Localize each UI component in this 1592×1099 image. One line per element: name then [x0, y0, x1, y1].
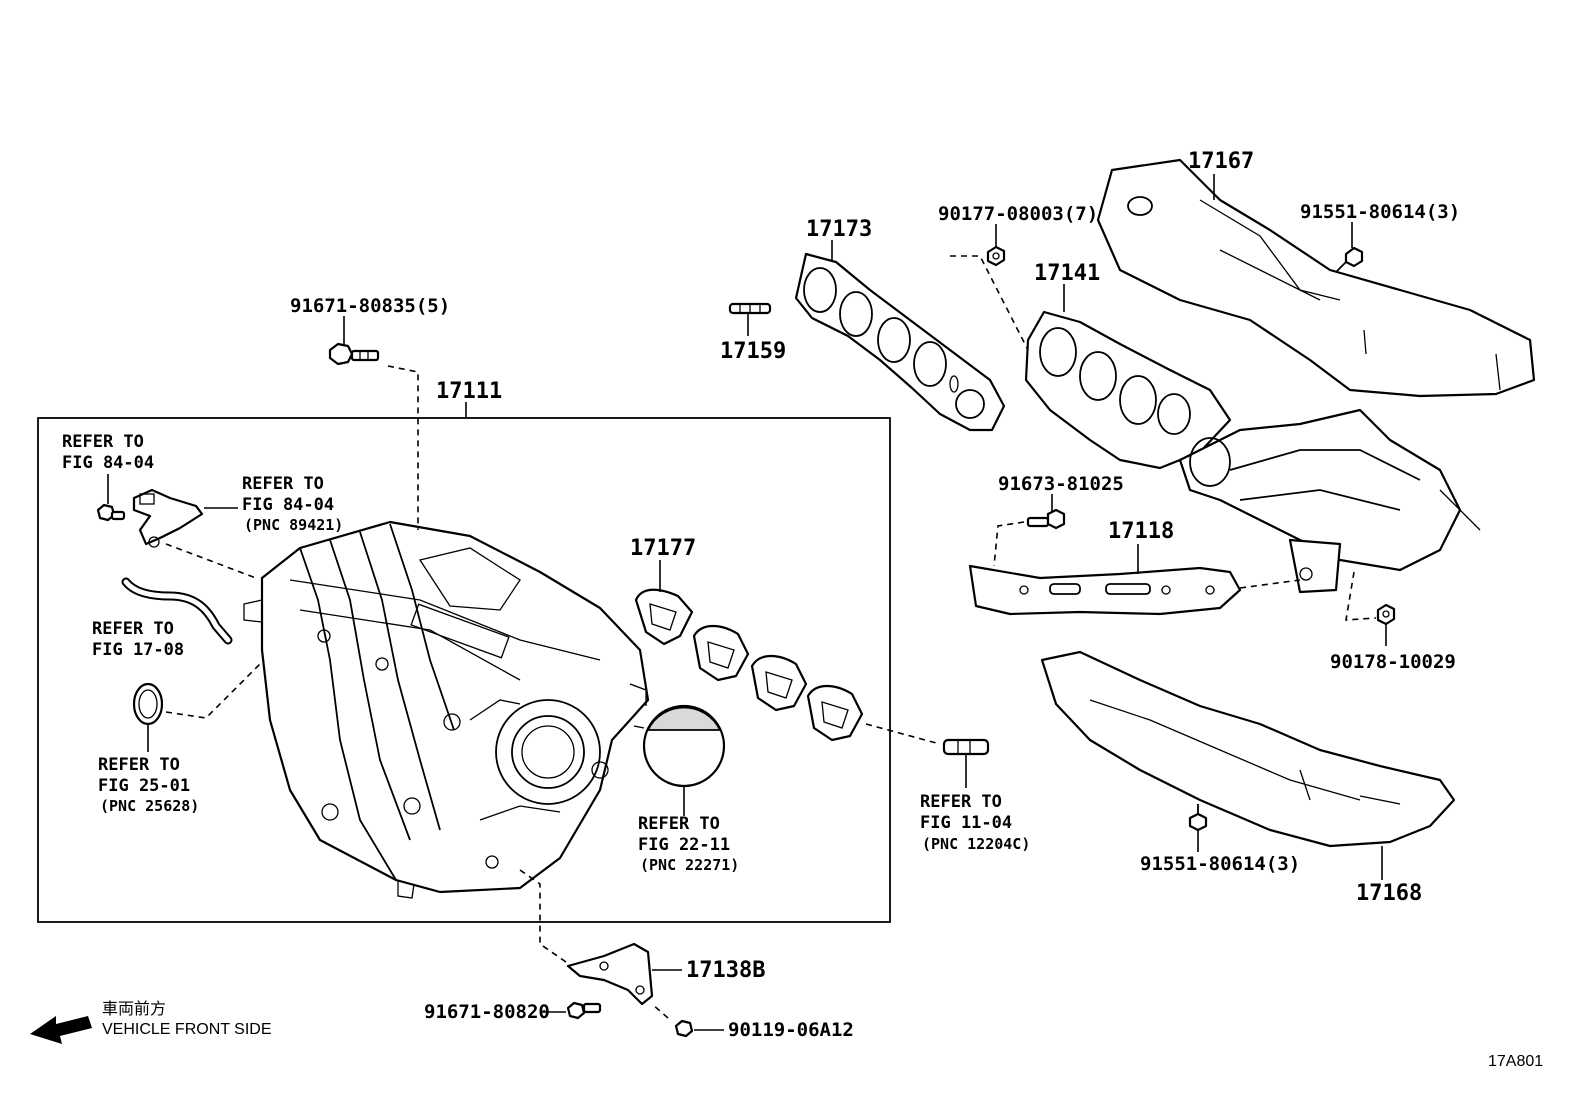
ref-4-pnc: (PNC 25628) [100, 797, 199, 815]
ref-6-line1: REFER TO [920, 792, 1002, 812]
ref-5-pnc: (PNC 22271) [640, 856, 739, 874]
vacuum-hose-illustration [121, 577, 233, 645]
ref-2-pnc: (PNC 89421) [244, 516, 343, 534]
ref-2-line2[interactable]: FIG 84-04 [242, 495, 334, 515]
nut-90178-illustration [1376, 603, 1396, 626]
nut-90177-illustration [986, 245, 1006, 267]
ref-4-line1: REFER TO [98, 755, 180, 775]
ref-3-line1: REFER TO [92, 619, 174, 639]
part-label-91671-80820[interactable]: 91671-80820 [424, 1001, 550, 1023]
part-label-17138b[interactable]: 17138B [686, 958, 765, 983]
part-label-17167[interactable]: 17167 [1188, 149, 1254, 174]
sensor-plug-12204c-illustration [942, 738, 990, 756]
part-label-90119-06a12[interactable]: 90119-06A12 [728, 1019, 854, 1041]
part-label-91673-81025[interactable]: 91673-81025 [998, 473, 1124, 495]
intake-manifold-group-box [37, 417, 891, 923]
intake-gasket-17177-illustration [634, 588, 864, 742]
ref-1-line2[interactable]: FIG 84-04 [62, 453, 154, 473]
part-label-17177[interactable]: 17177 [630, 536, 696, 561]
vehicle-front-arrow-icon [30, 1016, 92, 1044]
ref-1-line1: REFER TO [62, 432, 144, 452]
bolt-91551-upper-illustration [1335, 246, 1364, 273]
o-ring-25628-illustration [132, 682, 164, 726]
intake-manifold-illustration [243, 520, 650, 899]
part-label-17173[interactable]: 17173 [806, 217, 872, 242]
ref-3-line2[interactable]: FIG 17-08 [92, 640, 184, 660]
part-label-91671-80835[interactable]: 91671-80835(5) [290, 295, 450, 317]
bolt-90119-illustration [674, 1019, 694, 1038]
part-label-90178-10029[interactable]: 90178-10029 [1330, 651, 1456, 673]
ref-4-line2[interactable]: FIG 25-01 [98, 776, 190, 796]
ref-6-pnc: (PNC 12204C) [922, 835, 1030, 853]
ref-5-line2[interactable]: FIG 22-11 [638, 835, 730, 855]
ref-5-line1: REFER TO [638, 814, 720, 834]
intake-sensor-illustration [132, 488, 204, 548]
manifold-stay-17118-illustration [968, 564, 1242, 616]
heat-insulator-17167-illustration [1096, 158, 1536, 398]
throttle-body-gasket-illustration [633, 704, 726, 788]
part-label-90177-08003[interactable]: 90177-08003(7) [938, 203, 1098, 225]
diagram-code: 17A801 [1488, 1053, 1543, 1070]
part-label-17159[interactable]: 17159 [720, 339, 786, 364]
bolt-91673-illustration [1026, 508, 1066, 530]
part-label-91551-80614-lower[interactable]: 91551-80614(3) [1140, 853, 1300, 875]
bracket-17138b-illustration [566, 942, 654, 1006]
direction-label-jp: 車両前方 [102, 1000, 166, 1018]
part-label-17141[interactable]: 17141 [1034, 261, 1100, 286]
exhaust-gasket-17173-illustration [794, 252, 1006, 432]
bolt-91671-80835-illustration [328, 342, 380, 366]
part-label-17111[interactable]: 17111 [436, 379, 502, 404]
direction-label-en: VEHICLE FRONT SIDE [102, 1021, 272, 1038]
ref-6-line2[interactable]: FIG 11-04 [920, 813, 1012, 833]
heat-insulator-17168-illustration [1040, 650, 1456, 848]
ref-2-line1: REFER TO [242, 474, 324, 494]
bolt-91551-lower-illustration [1188, 804, 1208, 832]
part-label-17168[interactable]: 17168 [1356, 881, 1422, 906]
part-label-91551-80614-upper[interactable]: 91551-80614(3) [1300, 201, 1460, 223]
exhaust-manifold-17141-illustration [1024, 310, 1481, 594]
sensor-bolt-illustration [96, 503, 126, 522]
stud-17159-illustration [728, 302, 772, 315]
part-label-17118[interactable]: 17118 [1108, 519, 1174, 544]
bolt-91671-80820-illustration [566, 1001, 602, 1020]
